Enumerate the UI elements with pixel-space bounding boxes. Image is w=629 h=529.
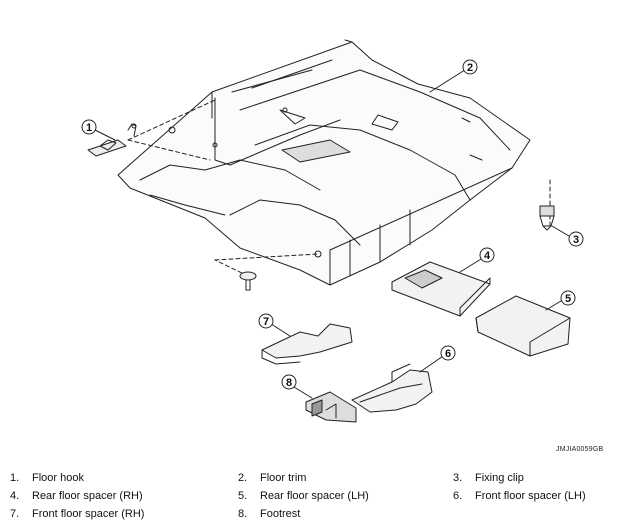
legend-item: 2. Floor trim	[238, 472, 306, 484]
callout-1: 1	[81, 119, 97, 135]
callout-6: 6	[440, 345, 456, 361]
callout-3-text: 3	[573, 234, 579, 246]
legend-item: 4. Rear floor spacer (RH)	[10, 490, 143, 502]
callout-5: 5	[560, 290, 576, 306]
legend-label: Floor hook	[32, 472, 84, 484]
legend-label: Front floor spacer (LH)	[475, 490, 586, 502]
callout-7-text: 7	[263, 316, 269, 328]
callout-1-text: 1	[86, 122, 92, 134]
floor-hook-part	[87, 123, 137, 157]
legend-label: Rear floor spacer (RH)	[32, 490, 143, 502]
legend-number: 4.	[10, 490, 20, 502]
parts-legend: 1.Floor hook 2.Floor trim 3.Fixing clip …	[0, 470, 629, 526]
legend-item: 7. Front floor spacer (RH)	[10, 508, 144, 520]
legend-label: Floor trim	[260, 472, 307, 484]
floor-trim-part	[117, 39, 531, 286]
legend-item: 3. Fixing clip	[453, 472, 524, 484]
callout-8: 8	[281, 374, 297, 390]
legend-number: 7.	[10, 508, 20, 520]
callout-2: 2	[462, 59, 478, 75]
legend-item: 6. Front floor spacer (LH)	[453, 490, 586, 502]
callout-2-text: 2	[467, 62, 473, 74]
legend-item: 1. Floor hook	[10, 472, 84, 484]
callout-5-text: 5	[565, 293, 571, 305]
legend-item: 8. Footrest	[238, 508, 300, 520]
callout-3: 3	[568, 231, 584, 247]
legend-label: Footrest	[260, 508, 301, 520]
legend-label: Fixing clip	[475, 472, 524, 484]
front-floor-spacer-lh-part	[351, 363, 433, 413]
leader-lines	[127, 99, 551, 277]
legend-number: 2.	[238, 472, 248, 484]
legend-number: 5.	[238, 490, 248, 502]
footrest-part	[305, 391, 357, 423]
legend-number: 1.	[10, 472, 20, 484]
callout-4: 4	[479, 247, 495, 263]
legend-label: Rear floor spacer (LH)	[260, 490, 369, 502]
legend-number: 8.	[238, 508, 248, 520]
legend-item: 5. Rear floor spacer (LH)	[238, 490, 369, 502]
legend-number: 3.	[453, 472, 463, 484]
callout-8-text: 8	[286, 377, 292, 389]
fixing-clip-part	[539, 205, 555, 231]
rear-floor-spacer-rh-part	[391, 261, 491, 317]
callout-7: 7	[258, 313, 274, 329]
exploded-parts-diagram: 1 2 3 4 5 6 7 8	[81, 39, 584, 423]
front-floor-spacer-rh-part	[261, 323, 353, 365]
push-clip-part	[239, 271, 257, 291]
callout-4-text: 4	[484, 250, 491, 262]
legend-label: Front floor spacer (RH)	[32, 508, 145, 520]
image-code: JMJIA0059GB	[556, 446, 604, 453]
rear-floor-spacer-lh-part	[475, 295, 571, 357]
legend-number: 6.	[453, 490, 463, 502]
callout-6-text: 6	[445, 348, 451, 360]
